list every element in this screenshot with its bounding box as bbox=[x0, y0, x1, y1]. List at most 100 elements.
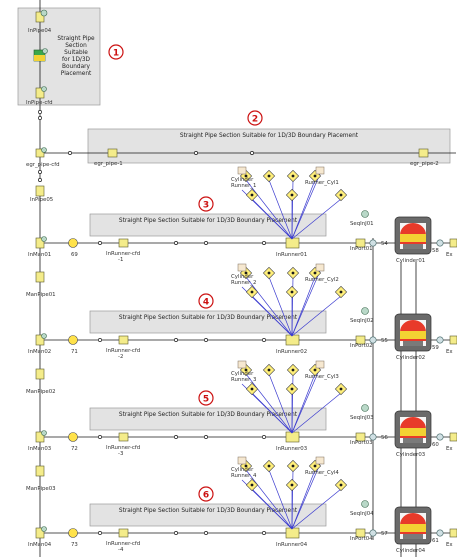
intake-valve-number: 56 bbox=[381, 435, 388, 441]
runner-cfd-1-icon[interactable] bbox=[118, 238, 129, 248]
intake-valve-icon[interactable] bbox=[369, 336, 377, 344]
exhaust-label: Ex bbox=[446, 252, 453, 258]
inport-1-icon[interactable] bbox=[355, 238, 366, 248]
top-cfd-icon[interactable] bbox=[35, 86, 47, 99]
link-diamond-3-icon[interactable] bbox=[286, 459, 300, 473]
cylinder-runner-line1: Cylinder bbox=[231, 467, 254, 473]
intake-valve-icon[interactable] bbox=[369, 239, 377, 247]
runner-section-title: Straight Pipe Section Suitable for 1D/3D… bbox=[119, 412, 298, 418]
link-diamond-6-icon[interactable] bbox=[285, 285, 299, 299]
manifold-1-icon[interactable] bbox=[35, 236, 47, 249]
intake-valve-icon[interactable] bbox=[369, 433, 377, 441]
exhaust-port-icon[interactable] bbox=[449, 238, 457, 248]
intake-valve-number: 57 bbox=[381, 531, 388, 537]
exhaust-port-icon[interactable] bbox=[449, 432, 457, 442]
link-diamond-6-icon[interactable] bbox=[285, 188, 299, 202]
manifold-label: InMan04 bbox=[28, 542, 52, 548]
top-component-label: InPipe04 bbox=[28, 28, 52, 34]
manifold-3-icon[interactable] bbox=[35, 430, 47, 443]
link-diamond-3-icon[interactable] bbox=[286, 363, 300, 377]
exhaust-valve-icon[interactable] bbox=[436, 239, 444, 247]
manpipe-3-icon[interactable] bbox=[35, 465, 45, 477]
manifold-4-icon[interactable] bbox=[35, 526, 47, 539]
exhaust-valve-icon[interactable] bbox=[436, 336, 444, 344]
junction-4-icon[interactable] bbox=[68, 528, 78, 538]
cylinder-3-icon[interactable] bbox=[394, 410, 432, 449]
in-runner-3-icon[interactable] bbox=[285, 431, 300, 443]
link-diamond-5-icon[interactable] bbox=[245, 382, 259, 396]
link-diamond-2-icon[interactable] bbox=[262, 169, 276, 183]
cylinder-1-icon[interactable] bbox=[394, 216, 432, 255]
link-diamond-7-icon[interactable] bbox=[334, 188, 348, 202]
exhaust-valve-icon[interactable] bbox=[436, 529, 444, 537]
runner-cfd-sub: -3 bbox=[118, 451, 123, 457]
seq-sensor-1-icon[interactable] bbox=[361, 210, 369, 218]
exhaust-valve-icon[interactable] bbox=[436, 433, 444, 441]
link-diamond-3-icon[interactable] bbox=[286, 266, 300, 280]
marker-1 bbox=[108, 44, 124, 60]
inpipe04-icon[interactable] bbox=[35, 11, 45, 23]
cylinder-4-icon[interactable] bbox=[394, 506, 432, 545]
exhaust-label: Ex bbox=[446, 446, 453, 452]
top-volume-icon[interactable] bbox=[33, 48, 48, 62]
cylinder-runner-4-icon[interactable] bbox=[237, 456, 247, 465]
top-title-line-5: Boundary bbox=[62, 64, 90, 70]
exhaust-port-icon[interactable] bbox=[449, 528, 457, 538]
manpipe-1-icon[interactable] bbox=[35, 271, 45, 283]
egr-pipe-1-icon[interactable] bbox=[107, 148, 118, 158]
seq-sensor-2-icon[interactable] bbox=[361, 307, 369, 315]
link-diamond-2-icon[interactable] bbox=[262, 363, 276, 377]
runner-cfd-3-icon[interactable] bbox=[118, 432, 129, 442]
marker-5 bbox=[198, 390, 214, 406]
in-runner-1-icon[interactable] bbox=[285, 237, 300, 249]
cylinder-runner-3-icon[interactable] bbox=[237, 360, 247, 369]
inport-4-icon[interactable] bbox=[355, 528, 366, 538]
link-diamond-5-icon[interactable] bbox=[245, 285, 259, 299]
exhaust-label: Ex bbox=[446, 542, 453, 548]
inpipe05-label: InPipe05 bbox=[30, 197, 53, 203]
link-diamond-6-icon[interactable] bbox=[285, 382, 299, 396]
top-title-line-2: Section bbox=[65, 43, 87, 49]
link-diamond-3-icon[interactable] bbox=[286, 169, 300, 183]
cylinder-runner-1-icon[interactable] bbox=[237, 166, 247, 175]
intake-valve-number: 54 bbox=[381, 241, 388, 247]
egr-cfd-icon[interactable] bbox=[35, 147, 47, 158]
inpipe05-icon[interactable] bbox=[35, 185, 45, 197]
manpipe-2-icon[interactable] bbox=[35, 368, 45, 380]
seq-sensor-4-icon[interactable] bbox=[361, 500, 369, 508]
seq-sensor-3-icon[interactable] bbox=[361, 404, 369, 412]
link-diamond-7-icon[interactable] bbox=[334, 285, 348, 299]
junction-3-icon[interactable] bbox=[68, 432, 78, 442]
runner-cyl-1-icon[interactable] bbox=[315, 166, 325, 175]
manpipe-label: ManPipe02 bbox=[26, 389, 56, 395]
manifold-2-icon[interactable] bbox=[35, 333, 47, 346]
link-diamond-5-icon[interactable] bbox=[245, 188, 259, 202]
link-diamond-7-icon[interactable] bbox=[334, 382, 348, 396]
runner-section-title: Straight Pipe Section Suitable for 1D/3D… bbox=[119, 508, 298, 514]
runner-section-box bbox=[89, 503, 327, 527]
in-runner-4-icon[interactable] bbox=[285, 527, 300, 539]
link-diamond-2-icon[interactable] bbox=[262, 459, 276, 473]
inport-3-icon[interactable] bbox=[355, 432, 366, 442]
inport-2-icon[interactable] bbox=[355, 335, 366, 345]
intake-valve-icon[interactable] bbox=[369, 529, 377, 537]
seq-label: SeqInJ04 bbox=[350, 511, 374, 517]
runner-cfd-4-icon[interactable] bbox=[118, 528, 129, 538]
exhaust-port-icon[interactable] bbox=[449, 335, 457, 345]
runner-cyl-3-icon[interactable] bbox=[315, 360, 325, 369]
link-diamond-5-icon[interactable] bbox=[245, 478, 259, 492]
junction-1-icon[interactable] bbox=[68, 238, 78, 248]
cylinder-runner-2-icon[interactable] bbox=[237, 263, 247, 272]
link-diamond-2-icon[interactable] bbox=[262, 266, 276, 280]
runner-cyl-4-icon[interactable] bbox=[315, 456, 325, 465]
junction-2-icon[interactable] bbox=[68, 335, 78, 345]
in-runner-2-icon[interactable] bbox=[285, 334, 300, 346]
svg-text:3: 3 bbox=[203, 201, 209, 211]
egr-pipe-2-icon[interactable] bbox=[418, 148, 429, 158]
cylinder-label: Cylinder01 bbox=[396, 258, 425, 264]
runner-cyl-2-icon[interactable] bbox=[315, 263, 325, 272]
cylinder-2-icon[interactable] bbox=[394, 313, 432, 352]
runner-cfd-2-icon[interactable] bbox=[118, 335, 129, 345]
link-diamond-6-icon[interactable] bbox=[285, 478, 299, 492]
link-diamond-7-icon[interactable] bbox=[334, 478, 348, 492]
